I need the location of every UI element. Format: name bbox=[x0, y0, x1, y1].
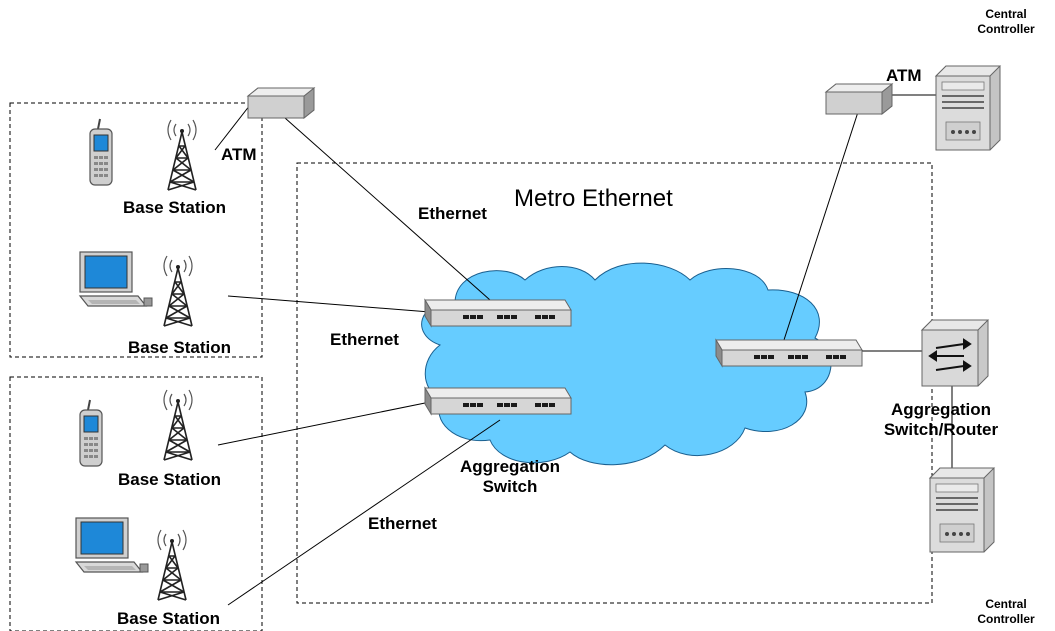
aggregation-switch-router-label: Aggregation Switch/Router bbox=[883, 400, 999, 439]
switch-icon bbox=[424, 299, 572, 327]
link-phone-bottom-to-switch bbox=[217, 401, 431, 446]
server-icon bbox=[929, 467, 995, 553]
base-station-label: Base Station bbox=[118, 470, 221, 489]
atm-device-icon bbox=[825, 83, 893, 115]
base-station-group-bottom-box bbox=[9, 376, 263, 631]
aggregation-switch-label: Aggregation Switch bbox=[459, 457, 561, 496]
mobile-phone-icon bbox=[79, 399, 103, 467]
link-atm-right-to-switch bbox=[782, 111, 859, 344]
switch-icon bbox=[715, 339, 863, 367]
switch-icon bbox=[424, 387, 572, 415]
mobile-phone-icon bbox=[89, 118, 113, 186]
central-controller-label-bottom: Central Controller bbox=[977, 597, 1035, 626]
base-station-label: Base Station bbox=[117, 609, 220, 628]
link-laptop-bottom-to-switch bbox=[227, 419, 501, 606]
link-laptop-top-to-switch bbox=[227, 295, 431, 313]
atm-label-right: ATM bbox=[886, 66, 922, 85]
atm-device-icon bbox=[247, 87, 315, 119]
radio-tower-icon bbox=[163, 389, 193, 461]
atm-label-left: ATM bbox=[221, 145, 257, 164]
server-icon bbox=[935, 65, 1001, 151]
base-station-label: Base Station bbox=[128, 338, 231, 357]
laptop-icon bbox=[79, 251, 153, 307]
ethernet-label-top: Ethernet bbox=[418, 204, 487, 223]
ethernet-label-mid: Ethernet bbox=[330, 330, 399, 349]
link-atm-left-to-tower bbox=[214, 104, 251, 151]
link-atm-left-to-switch bbox=[284, 117, 491, 301]
router-icon bbox=[920, 319, 990, 387]
laptop-icon bbox=[75, 517, 149, 573]
page-title: Metro Ethernet bbox=[514, 185, 673, 212]
base-station-group-top-box bbox=[9, 102, 263, 358]
ethernet-label-bottom: Ethernet bbox=[368, 514, 437, 533]
base-station-label: Base Station bbox=[123, 198, 226, 217]
radio-tower-icon bbox=[157, 529, 187, 601]
radio-tower-icon bbox=[163, 255, 193, 327]
radio-tower-icon bbox=[167, 119, 197, 191]
central-controller-label-top: Central Controller bbox=[977, 7, 1035, 36]
